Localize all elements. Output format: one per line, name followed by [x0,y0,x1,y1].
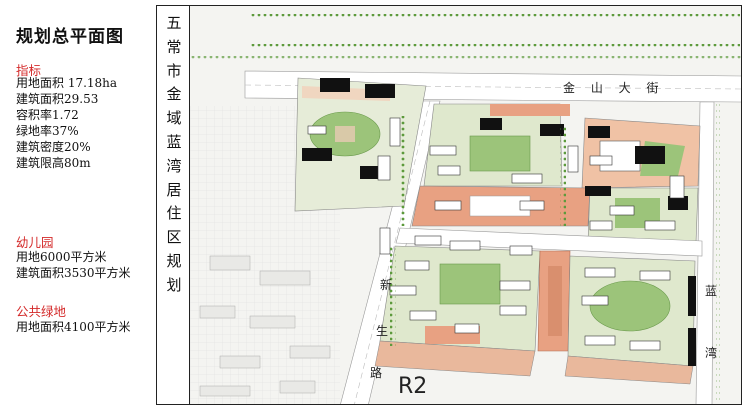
public-green-line: 用地面积4100平方米 [16,320,131,334]
indicator-line: 建筑密度20% [16,140,91,154]
kindergarten-line: 用地6000平方米 [16,250,107,264]
site-plan-map: 金 山 大 街 新 生 路 蓝 湾 R2 [190,5,742,405]
legend-panel: 规划总平面图 指标 用地面积 17.18ha 建筑面积29.53 容积率1.72… [0,0,156,412]
road-label-lanwan-2: 湾 [705,346,718,360]
kindergarten-title: 幼儿园 [16,235,54,250]
indicators-title: 指标 [16,63,42,78]
indicator-line: 容积率1.72 [16,108,79,122]
road-label-xinsheng-2: 生 [376,324,389,338]
indicator-line: 建筑面积29.53 [16,92,99,106]
road-label-xinsheng-1: 新 [380,278,393,292]
indicator-line: 绿地率37% [16,124,79,138]
road-label-jinshan: 金 山 大 街 [563,81,665,95]
page-title: 规划总平面图 [16,27,124,47]
indicator-line: 用地面积 17.18ha [16,76,118,90]
road-code-label: R2 [398,374,428,399]
road-label-xinsheng-3: 路 [370,366,383,380]
site-plan-drawing [190,6,741,404]
kindergarten-line: 建筑面积3530平方米 [16,266,131,280]
road-label-lanwan-1: 蓝 [705,284,718,298]
project-title-bar: 五常市金域蓝湾居住区规划 [156,5,190,405]
public-green-title: 公共绿地 [16,304,67,319]
indicator-line: 建筑限高80m [16,156,91,170]
project-title: 五常市金域蓝湾居住区规划 [166,14,182,294]
